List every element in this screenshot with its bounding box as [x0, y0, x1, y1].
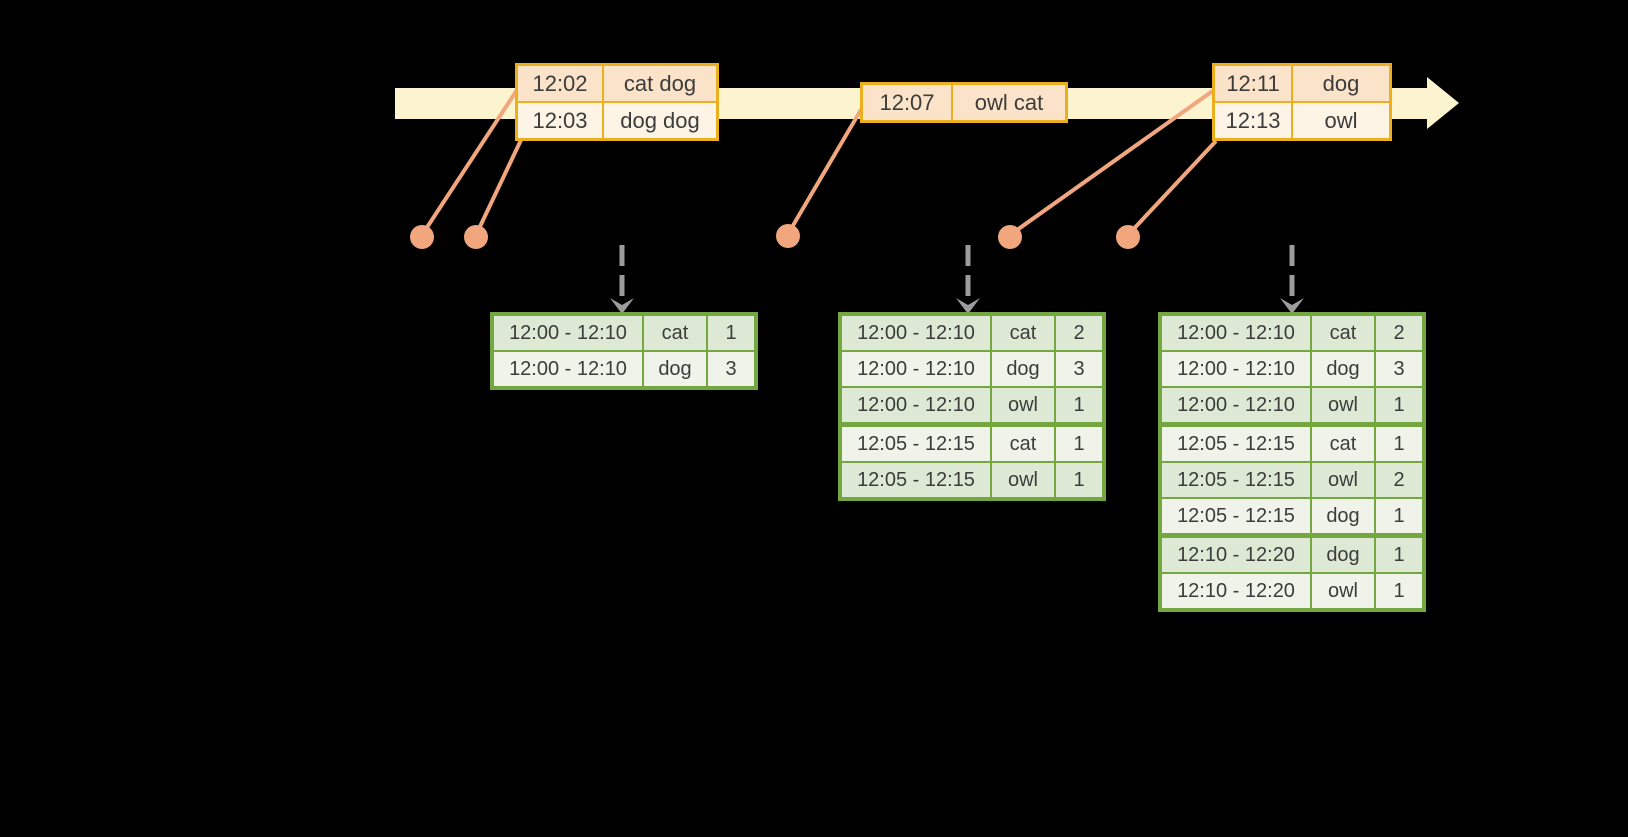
event-cell-time: 12:13 [1215, 103, 1291, 138]
result-cell-window: 12:00 - 12:10 [842, 352, 990, 386]
connector-line [474, 139, 523, 236]
result-cell-word: cat [1312, 427, 1374, 461]
event-cell-words: owl cat [953, 85, 1065, 120]
result-cell-count: 1 [1056, 427, 1102, 461]
trigger-arrow-icon [1280, 245, 1304, 314]
result-cell-word: cat [644, 316, 706, 350]
result-cell-count: 2 [1376, 463, 1422, 497]
result-cell-count: 1 [1056, 463, 1102, 497]
result-cell-word: cat [992, 316, 1054, 350]
result-cell-count: 1 [1376, 574, 1422, 608]
connector-line [1126, 139, 1218, 237]
result-cell-count: 1 [708, 316, 754, 350]
event-dot [998, 225, 1022, 249]
result-cell-word: cat [992, 427, 1054, 461]
event-cell-words: owl [1293, 103, 1389, 138]
trigger-arrow-icon [610, 245, 634, 314]
result-cell-window: 12:00 - 12:10 [842, 388, 990, 422]
event-cell-time: 12:03 [518, 103, 602, 138]
connector-line [786, 106, 864, 236]
result-cell-word: owl [1312, 574, 1374, 608]
result-cell-window: 12:00 - 12:10 [494, 352, 642, 386]
result-cell-window: 12:05 - 12:15 [1162, 499, 1310, 533]
result-cell-word: dog [644, 352, 706, 386]
result-cell-window: 12:05 - 12:15 [842, 427, 990, 461]
result-cell-window: 12:00 - 12:10 [494, 316, 642, 350]
result-cell-word: owl [1312, 463, 1374, 497]
result-cell-word: owl [1312, 388, 1374, 422]
event-dot [776, 224, 800, 248]
result-cell-window: 12:05 - 12:15 [1162, 463, 1310, 497]
result-cell-count: 3 [1056, 352, 1102, 386]
event-dot [464, 225, 488, 249]
result-cell-word: cat [1312, 316, 1374, 350]
result-cell-count: 1 [1376, 427, 1422, 461]
result-cell-count: 1 [1376, 388, 1422, 422]
event-cell-words: dog dog [604, 103, 716, 138]
event-cell-time: 12:02 [518, 66, 602, 101]
result-cell-window: 12:00 - 12:10 [1162, 388, 1310, 422]
result-cell-word: owl [992, 388, 1054, 422]
result-cell-word: dog [1312, 352, 1374, 386]
result-cell-window: 12:00 - 12:10 [842, 316, 990, 350]
result-cell-window: 12:10 - 12:20 [1162, 574, 1310, 608]
result-cell-window: 12:10 - 12:20 [1162, 538, 1310, 572]
result-cell-window: 12:05 - 12:15 [842, 463, 990, 497]
trigger-arrow-icon [956, 245, 980, 314]
result-cell-count: 1 [1056, 388, 1102, 422]
event-dot [1116, 225, 1140, 249]
result-cell-word: dog [992, 352, 1054, 386]
event-dot [410, 225, 434, 249]
result-cell-count: 2 [1376, 316, 1422, 350]
result-cell-count: 1 [1376, 538, 1422, 572]
result-cell-window: 12:00 - 12:10 [1162, 316, 1310, 350]
result-cell-window: 12:05 - 12:15 [1162, 427, 1310, 461]
event-cell-time: 12:07 [863, 85, 951, 120]
result-cell-count: 2 [1056, 316, 1102, 350]
event-cell-words: dog [1293, 66, 1389, 101]
result-cell-count: 3 [1376, 352, 1422, 386]
result-cell-word: dog [1312, 499, 1374, 533]
event-cell-words: cat dog [604, 66, 716, 101]
timeline-arrowhead-icon [1427, 77, 1459, 129]
result-cell-count: 1 [1376, 499, 1422, 533]
result-cell-window: 12:00 - 12:10 [1162, 352, 1310, 386]
result-cell-count: 3 [708, 352, 754, 386]
result-cell-word: owl [992, 463, 1054, 497]
result-cell-word: dog [1312, 538, 1374, 572]
event-cell-time: 12:11 [1215, 66, 1291, 101]
